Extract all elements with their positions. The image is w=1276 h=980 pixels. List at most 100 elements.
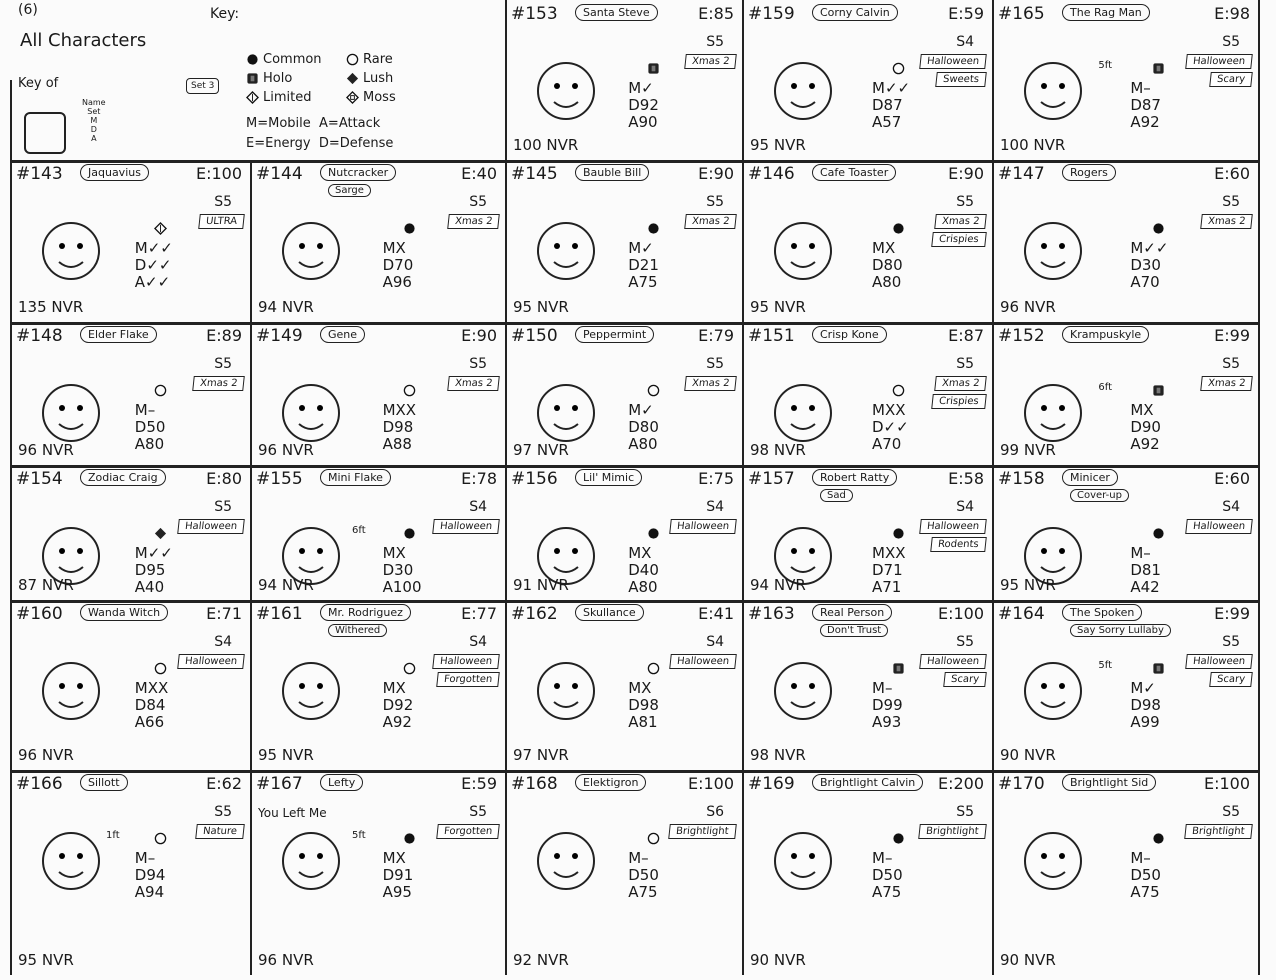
holo-rarity-icon [1152,63,1164,74]
holo-rarity-icon [1152,385,1164,396]
card-tag: Forgotten [435,672,500,687]
card-energy: E:60 [1214,164,1250,183]
character-drawing [1024,832,1082,890]
stat-mobile: MXX [872,401,906,419]
card-tag: Xmas 2 [933,214,987,229]
card-tag: Halloween [1185,654,1253,669]
card-number: #149 [256,326,303,346]
card-name: Brightlight Calvin [812,774,924,791]
set-example: Set 3 [186,78,220,94]
card-energy: E:40 [461,164,497,183]
rare-rarity-icon [892,62,905,75]
layout-key-label: Key of [18,76,59,91]
character-drawing [1024,222,1082,280]
stat-attack: A✓✓ [134,273,171,291]
grid-divider [10,600,1260,603]
card-nvr: 96 NVR [18,746,74,764]
abbrev: M=Mobile [246,116,311,131]
stat-defense: D80 [628,418,659,436]
grid-divider [992,0,994,975]
key-panel: (6) Key: All Characters Key of Name Set … [10,0,500,158]
card-set: S4 [956,499,974,515]
card-subtitle: Don't Trust [820,624,889,637]
card-name: Zodiac Craig [80,469,166,486]
card-tag: Forgotten [435,824,500,839]
card-height: 1ft [106,830,120,841]
stat-defense: D92 [382,696,414,714]
card-tags: Brightlight [1184,824,1253,839]
common-rarity-icon [1152,528,1164,539]
character-drawing [282,384,340,442]
card-nvr: 95 NVR [750,136,806,154]
card-tag: Crispies [931,394,987,409]
card-nvr: 96 NVR [18,441,74,459]
stat-mobile: M– [872,849,893,867]
card-tag: Rodents [930,537,987,552]
card-nvr: 95 NVR [18,951,74,969]
moss-rarity-icon [346,91,359,104]
card-energy: E:59 [461,774,497,793]
card-tag: Xmas 2 [683,214,737,229]
rarity-legend-item: Holo [246,71,346,86]
card-energy: E:90 [948,164,984,183]
stat-mobile: MX [382,679,406,697]
card-name: Real Person [812,604,893,621]
character-drawing [42,832,100,890]
lush-rarity-icon [346,72,359,85]
card-name: Wanda Witch [80,604,169,621]
character-drawing [1024,662,1082,720]
card-number: #168 [511,774,558,794]
rare-rarity-icon [647,832,660,845]
stat-attack: A66 [134,713,165,731]
stat-defense: D✓✓ [134,256,172,274]
card-energy: E:77 [461,604,497,623]
card-rarity [1152,660,1165,674]
card-tag: Xmas 2 [1199,376,1253,391]
card-rarity [154,382,167,397]
card-rarity [1152,525,1165,539]
card-rarity [892,830,905,844]
card-rarity [403,220,416,234]
stat-defense: D91 [382,866,414,884]
card-tag: Halloween [669,654,737,669]
card-name: Gene [320,326,366,343]
card-number: #154 [16,469,63,489]
card-tag: Xmas 2 [446,376,500,391]
card-name: Santa Steve [575,4,658,21]
card-nvr: 98 NVR [750,441,806,459]
card-name: Rogers [1062,164,1116,181]
holo-rarity-icon [893,663,904,674]
